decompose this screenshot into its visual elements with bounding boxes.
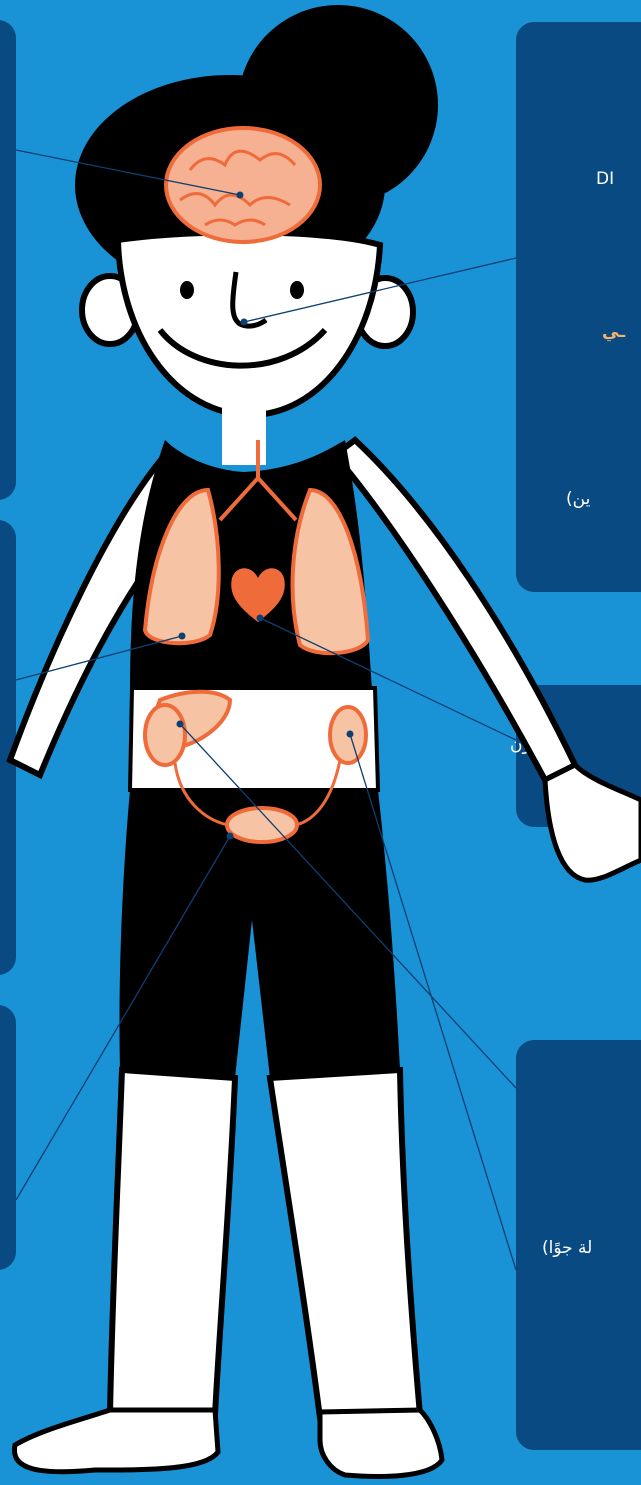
leg-left: [110, 1070, 235, 1415]
kidney-left: [145, 705, 185, 765]
leg-right: [270, 1070, 420, 1418]
eye-right: [290, 281, 304, 299]
foot-right: [320, 1410, 442, 1476]
eye-left: [180, 281, 194, 299]
foot-left: [14, 1410, 218, 1472]
hand-right: [545, 765, 641, 880]
